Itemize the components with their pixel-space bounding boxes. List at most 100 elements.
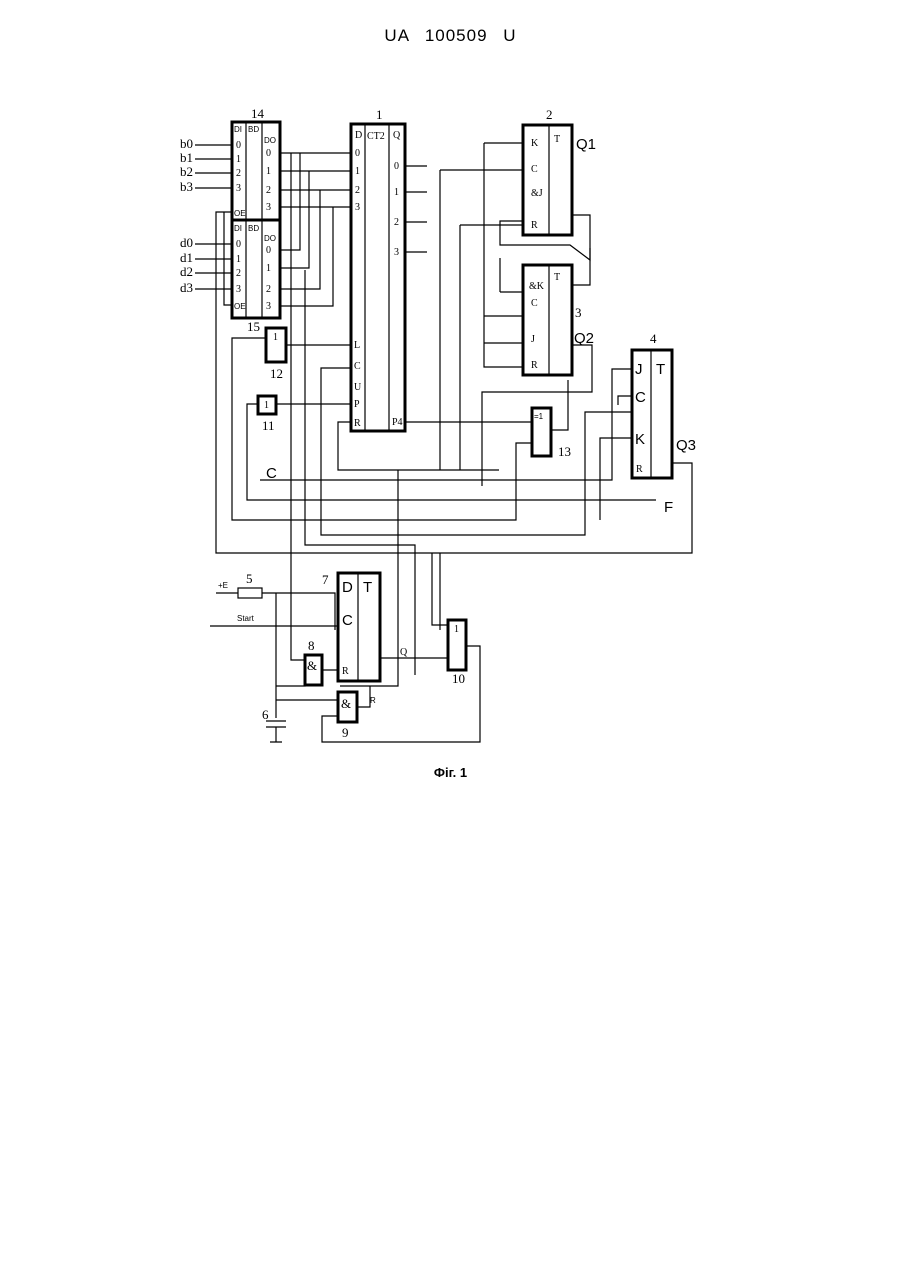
gate-10: 1 10 (448, 620, 466, 686)
svg-text:OE: OE (234, 209, 246, 218)
svg-text:C: C (354, 361, 361, 372)
svg-text:2: 2 (355, 185, 360, 196)
resistor-5: 5 (238, 571, 262, 598)
c-label: C (266, 465, 277, 482)
block-number-12: 12 (270, 366, 283, 381)
flipflop-4: 4 J C K R T (632, 331, 672, 478)
start-label: Start (237, 614, 255, 623)
svg-text:d3: d3 (180, 280, 193, 295)
svg-text:C: C (342, 612, 353, 629)
gate-8: & 8 (305, 638, 322, 685)
figure-caption: Фіг. 1 (0, 765, 901, 780)
svg-text:=1: =1 (534, 412, 544, 421)
svg-text:b2: b2 (180, 164, 193, 179)
q1-label: Q1 (576, 136, 596, 153)
svg-text:T: T (363, 579, 372, 596)
svg-text:1: 1 (273, 332, 278, 343)
svg-text:D: D (342, 579, 353, 596)
svg-text:1: 1 (266, 263, 271, 274)
svg-text:R: R (531, 360, 538, 371)
svg-text:R: R (342, 666, 349, 677)
svg-text:d0: d0 (180, 235, 193, 250)
svg-text:T: T (656, 361, 665, 378)
gate-13: =1 13 (532, 408, 571, 459)
svg-text:0: 0 (266, 245, 271, 256)
svg-text:DO: DO (264, 136, 276, 145)
svg-text:2: 2 (266, 284, 271, 295)
svg-text:1: 1 (454, 624, 459, 635)
block-number-15: 15 (247, 319, 260, 334)
svg-text:T: T (554, 272, 560, 283)
register-15: 15 DI BD DO OE 0 1 2 3 0 1 2 3 (232, 220, 280, 334)
svg-text:3: 3 (355, 202, 360, 213)
svg-text:&K: &K (529, 281, 545, 292)
q-label: Q (400, 647, 408, 658)
block-number-13: 13 (558, 444, 571, 459)
svg-text:1: 1 (264, 400, 269, 411)
counter-1: 1 CT2 D Q 0 1 2 3 0 1 2 3 L C U P R P4 (351, 107, 405, 431)
block-number-11: 11 (262, 418, 275, 433)
svg-text:OE: OE (234, 302, 246, 311)
svg-text:0: 0 (236, 239, 241, 250)
svg-text:CT2: CT2 (367, 131, 385, 142)
svg-text:C: C (635, 389, 646, 406)
svg-text:1: 1 (266, 166, 271, 177)
svg-text:b1: b1 (180, 150, 193, 165)
svg-text:P4: P4 (392, 417, 403, 428)
svg-text:2: 2 (394, 217, 399, 228)
svg-text:2: 2 (266, 185, 271, 196)
block-number-10: 10 (452, 671, 465, 686)
q3-label: Q3 (676, 437, 696, 454)
svg-text:R: R (354, 418, 361, 429)
svg-text:C: C (531, 164, 538, 175)
svg-text:1: 1 (236, 154, 241, 165)
svg-text:J: J (635, 361, 643, 378)
svg-text:K: K (531, 138, 539, 149)
input-labels: b0 b1 b2 b3 d0 d1 d2 d3 (180, 136, 193, 295)
svg-text:3: 3 (394, 247, 399, 258)
register-14: 14 DI BD DO OE 0 1 2 3 0 1 2 3 (232, 106, 280, 220)
svg-text:1: 1 (236, 254, 241, 265)
svg-text:0: 0 (355, 148, 360, 159)
flipflop-3: 3 &K C J R T (523, 265, 582, 375)
gate-9: & 9 (338, 692, 357, 740)
svg-text:R: R (531, 220, 538, 231)
svg-text:P: P (354, 399, 360, 410)
svg-text:0: 0 (236, 140, 241, 151)
svg-text:J: J (531, 334, 535, 345)
block-number-3: 3 (575, 305, 582, 320)
block-number-7: 7 (322, 572, 329, 587)
svg-text:d2: d2 (180, 264, 193, 279)
gate-11: 1 11 (258, 396, 276, 433)
svg-text:R: R (636, 464, 643, 475)
block-number-8: 8 (308, 638, 315, 653)
svg-text:BD: BD (248, 125, 259, 134)
rbar-label: R (370, 696, 376, 705)
q2-label: Q2 (574, 330, 594, 347)
block-number-4: 4 (650, 331, 657, 346)
gate-12: 1 12 (266, 328, 286, 381)
svg-text:1: 1 (394, 187, 399, 198)
svg-text:3: 3 (236, 183, 241, 194)
block-number-1: 1 (376, 107, 383, 122)
block-number-2: 2 (546, 107, 553, 122)
svg-text:L: L (354, 340, 360, 351)
svg-text:DI: DI (234, 224, 242, 233)
svg-text:b0: b0 (180, 136, 193, 151)
svg-text:K: K (635, 431, 645, 448)
svg-text:BD: BD (248, 224, 259, 233)
svg-text:D: D (355, 130, 362, 141)
block-number-14: 14 (251, 106, 265, 121)
f-label: F (664, 499, 673, 516)
svg-text:3: 3 (266, 301, 271, 312)
svg-text:DI: DI (234, 125, 242, 134)
svg-text:&J: &J (531, 188, 543, 199)
svg-text:b3: b3 (180, 179, 193, 194)
svg-text:U: U (354, 382, 362, 393)
svg-text:5: 5 (246, 571, 253, 586)
svg-text:d1: d1 (180, 250, 193, 265)
svg-text:3: 3 (236, 284, 241, 295)
svg-text:C: C (531, 298, 538, 309)
svg-text:2: 2 (236, 168, 241, 179)
